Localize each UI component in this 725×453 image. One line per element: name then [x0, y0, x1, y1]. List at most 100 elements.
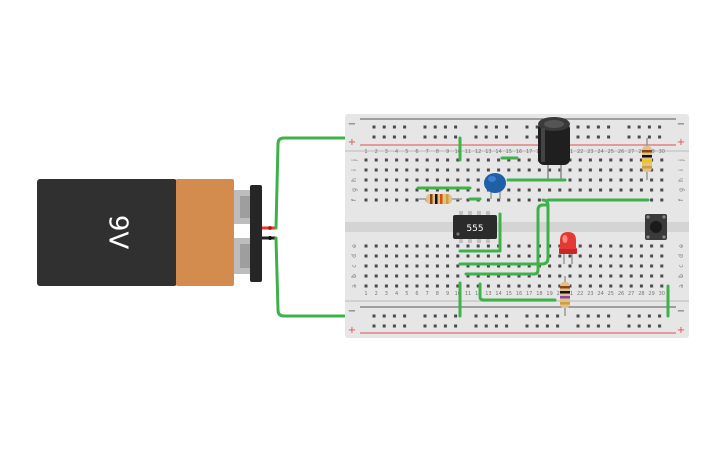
breadboard-hole[interactable]: [527, 198, 531, 202]
breadboard-hole[interactable]: [486, 284, 490, 288]
breadboard-hole[interactable]: [578, 274, 582, 278]
breadboard-hole[interactable]: [578, 178, 582, 182]
breadboard-hole[interactable]: [650, 284, 654, 288]
breadboard-hole[interactable]: [629, 188, 633, 192]
breadboard-hole[interactable]: [537, 274, 541, 278]
breadboard-hole[interactable]: [578, 264, 582, 268]
breadboard-hole[interactable]: [517, 168, 521, 172]
breadboard-hole[interactable]: [415, 284, 419, 288]
breadboard-hole[interactable]: [647, 314, 651, 318]
breadboard-hole[interactable]: [372, 314, 376, 318]
breadboard-hole[interactable]: [474, 324, 478, 328]
breadboard-hole[interactable]: [425, 178, 429, 182]
breadboard-hole[interactable]: [476, 254, 480, 258]
breadboard-hole[interactable]: [527, 244, 531, 248]
breadboard-hole[interactable]: [374, 254, 378, 258]
breadboard-hole[interactable]: [405, 284, 409, 288]
breadboard-hole[interactable]: [405, 188, 409, 192]
breadboard-hole[interactable]: [415, 274, 419, 278]
breadboard-hole[interactable]: [395, 158, 399, 162]
breadboard-hole[interactable]: [405, 198, 409, 202]
breadboard-hole[interactable]: [474, 125, 478, 129]
breadboard-hole[interactable]: [454, 314, 458, 318]
breadboard-hole[interactable]: [609, 244, 613, 248]
breadboard-hole[interactable]: [374, 198, 378, 202]
breadboard-hole[interactable]: [466, 254, 470, 258]
breadboard-hole[interactable]: [435, 188, 439, 192]
breadboard-hole[interactable]: [619, 244, 623, 248]
breadboard-hole[interactable]: [466, 178, 470, 182]
breadboard-hole[interactable]: [647, 324, 651, 328]
breadboard-hole[interactable]: [576, 135, 580, 139]
breadboard-hole[interactable]: [395, 168, 399, 172]
breadboard-hole[interactable]: [497, 254, 501, 258]
breadboard-hole[interactable]: [607, 324, 611, 328]
breadboard-hole[interactable]: [425, 284, 429, 288]
breadboard-hole[interactable]: [456, 274, 460, 278]
breadboard-hole[interactable]: [660, 244, 664, 248]
breadboard-hole[interactable]: [588, 244, 592, 248]
breadboard-hole[interactable]: [588, 168, 592, 172]
breadboard-hole[interactable]: [578, 244, 582, 248]
breadboard-hole[interactable]: [395, 244, 399, 248]
breadboard-hole[interactable]: [435, 178, 439, 182]
breadboard-hole[interactable]: [372, 324, 376, 328]
breadboard-hole[interactable]: [609, 264, 613, 268]
ceramic-capacitor[interactable]: [484, 173, 506, 199]
breadboard-hole[interactable]: [537, 168, 541, 172]
breadboard-hole[interactable]: [548, 168, 552, 172]
breadboard-hole[interactable]: [639, 244, 643, 248]
breadboard-hole[interactable]: [556, 314, 560, 318]
resistor-horizontal[interactable]: [418, 194, 462, 204]
breadboard-hole[interactable]: [568, 178, 572, 182]
breadboard-hole[interactable]: [403, 314, 407, 318]
breadboard-hole[interactable]: [576, 125, 580, 129]
breadboard-hole[interactable]: [660, 274, 664, 278]
breadboard-hole[interactable]: [658, 125, 662, 129]
breadboard-hole[interactable]: [660, 188, 664, 192]
breadboard-hole[interactable]: [423, 314, 427, 318]
breadboard-hole[interactable]: [433, 135, 437, 139]
breadboard-hole[interactable]: [415, 158, 419, 162]
breadboard-hole[interactable]: [364, 198, 368, 202]
breadboard-hole[interactable]: [647, 125, 651, 129]
breadboard-hole[interactable]: [364, 188, 368, 192]
breadboard-hole[interactable]: [576, 324, 580, 328]
breadboard-hole[interactable]: [537, 188, 541, 192]
breadboard-hole[interactable]: [588, 254, 592, 258]
breadboard-hole[interactable]: [435, 244, 439, 248]
breadboard-hole[interactable]: [425, 158, 429, 162]
breadboard-hole[interactable]: [425, 244, 429, 248]
breadboard-hole[interactable]: [548, 264, 552, 268]
breadboard-hole[interactable]: [596, 324, 600, 328]
breadboard-hole[interactable]: [395, 178, 399, 182]
breadboard-hole[interactable]: [609, 168, 613, 172]
breadboard-hole[interactable]: [364, 264, 368, 268]
breadboard-hole[interactable]: [456, 178, 460, 182]
breadboard-hole[interactable]: [517, 188, 521, 192]
breadboard-hole[interactable]: [609, 274, 613, 278]
breadboard-hole[interactable]: [364, 168, 368, 172]
breadboard-hole[interactable]: [507, 168, 511, 172]
breadboard-hole[interactable]: [403, 125, 407, 129]
breadboard-hole[interactable]: [568, 274, 572, 278]
breadboard-hole[interactable]: [627, 314, 631, 318]
breadboard-hole[interactable]: [372, 125, 376, 129]
breadboard-hole[interactable]: [527, 264, 531, 268]
breadboard-hole[interactable]: [637, 135, 641, 139]
breadboard-hole[interactable]: [415, 188, 419, 192]
breadboard-hole[interactable]: [588, 188, 592, 192]
breadboard-hole[interactable]: [505, 324, 509, 328]
breadboard-hole[interactable]: [629, 168, 633, 172]
breadboard-hole[interactable]: [619, 284, 623, 288]
breadboard-hole[interactable]: [588, 284, 592, 288]
breadboard-hole[interactable]: [382, 324, 386, 328]
resistor-vertical-top[interactable]: [642, 138, 652, 180]
breadboard-hole[interactable]: [599, 168, 603, 172]
breadboard-hole[interactable]: [639, 254, 643, 258]
breadboard-hole[interactable]: [486, 254, 490, 258]
breadboard-hole[interactable]: [537, 198, 541, 202]
breadboard-hole[interactable]: [558, 284, 562, 288]
breadboard-hole[interactable]: [507, 284, 511, 288]
breadboard-hole[interactable]: [548, 254, 552, 258]
